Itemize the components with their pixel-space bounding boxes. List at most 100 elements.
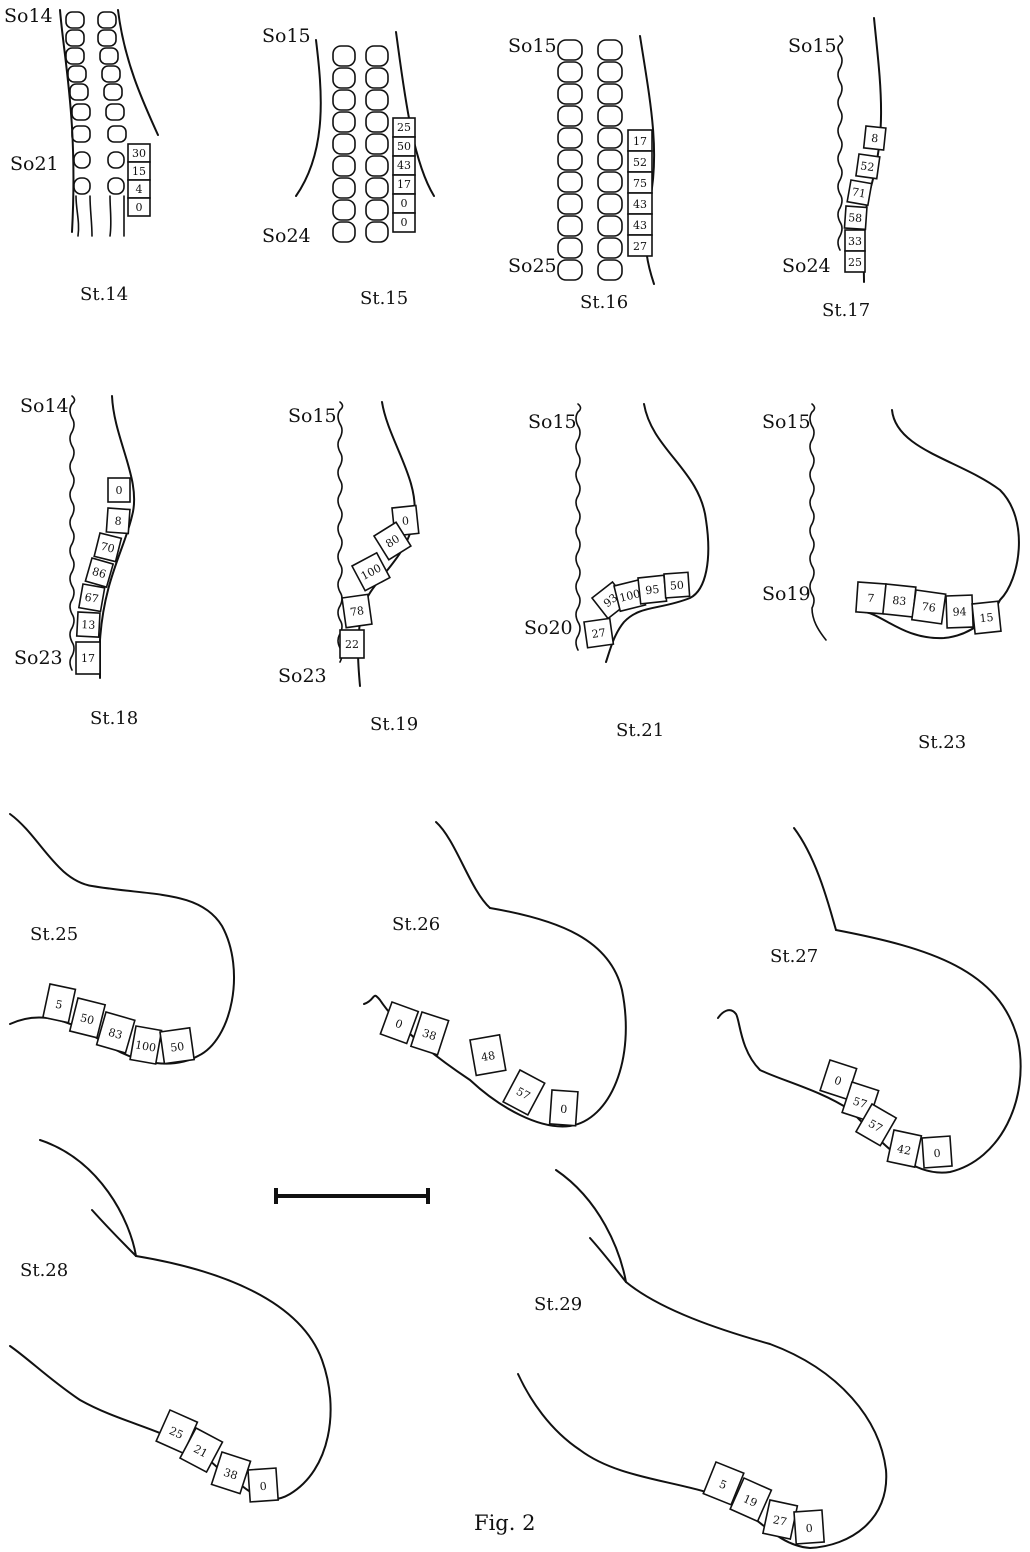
panel-st17: So15 So24 8 52 71 58 33 25 St.17 bbox=[782, 18, 886, 321]
percentage-value: 0 bbox=[116, 484, 123, 497]
percentage-value: 78 bbox=[349, 604, 365, 619]
percentage-value: 17 bbox=[633, 135, 647, 148]
panel-st27: St.27 0 57 57 42 0 bbox=[718, 828, 1021, 1173]
stage-label: St.18 bbox=[90, 708, 138, 729]
percentage-value: 76 bbox=[921, 600, 937, 615]
tissue-outline bbox=[436, 822, 490, 908]
panel-st14: So14 So21 bbox=[4, 5, 158, 305]
percentage-value: 43 bbox=[397, 159, 411, 172]
tissue-outline bbox=[606, 404, 708, 662]
percentage-value: 0 bbox=[401, 216, 408, 229]
percentage-value: 83 bbox=[892, 594, 907, 608]
somite-label-start: So15 bbox=[528, 411, 577, 433]
panel-st29: St.29 5 19 27 0 bbox=[518, 1170, 886, 1548]
panel-st15: So15 So24 25 50 bbox=[262, 25, 434, 309]
percentage-value: 75 bbox=[633, 177, 647, 190]
stage-label: St.15 bbox=[360, 288, 408, 309]
somite-bracket bbox=[810, 404, 826, 640]
somite-label-end: So19 bbox=[762, 583, 811, 605]
stage-label: St.19 bbox=[370, 714, 418, 735]
percentage-value: 50 bbox=[669, 579, 684, 593]
percentage-value: 25 bbox=[397, 121, 411, 134]
percentage-value: 58 bbox=[848, 211, 863, 225]
panel-st18: So14 So23 0 8 70 86 67 13 17 St.18 bbox=[14, 395, 138, 729]
cell-chain-left bbox=[333, 46, 355, 242]
somite-label-start: So15 bbox=[788, 35, 837, 57]
stage-label: St.25 bbox=[30, 924, 78, 945]
figure-caption: Fig. 2 bbox=[474, 1511, 535, 1535]
scale-bar bbox=[276, 1188, 428, 1204]
cell-chain-left bbox=[558, 40, 582, 280]
percentage-value: 67 bbox=[84, 591, 100, 606]
somite-label-start: So15 bbox=[508, 35, 557, 57]
stage-label: St.26 bbox=[392, 914, 440, 935]
percentage-value: 4 bbox=[136, 183, 143, 196]
stage-label: St.14 bbox=[80, 284, 128, 305]
stage-label: St.28 bbox=[20, 1260, 68, 1281]
somite-bracket bbox=[70, 396, 75, 670]
somite-label-start: So14 bbox=[4, 5, 53, 27]
percentage-value: 8 bbox=[871, 132, 879, 146]
panel-st16: So15 So25 bbox=[508, 35, 654, 313]
stage-label: St.29 bbox=[534, 1294, 582, 1315]
percentage-value: 43 bbox=[633, 198, 647, 211]
tissue-outline bbox=[518, 1282, 886, 1548]
percentage-value: 50 bbox=[169, 1040, 185, 1055]
somite-label-start: So15 bbox=[262, 25, 311, 47]
panel-st19: So15 So23 0 80 100 78 22 St.19 bbox=[278, 402, 419, 735]
percentage-value: 33 bbox=[848, 235, 862, 248]
somite-label-end: So20 bbox=[524, 617, 573, 639]
somite-label-end: So21 bbox=[10, 153, 59, 175]
panel-st21: So15 So20 27 93 100 95 50 St.21 bbox=[524, 404, 708, 741]
tissue-outline bbox=[794, 828, 836, 930]
somite-bracket bbox=[338, 402, 343, 662]
percentage-value: 94 bbox=[952, 605, 966, 618]
percentage-value: 43 bbox=[633, 219, 647, 232]
panel-st25: St.25 5 50 83 100 50 bbox=[10, 814, 234, 1064]
percentage-value: 27 bbox=[633, 240, 647, 253]
percentage-value: 52 bbox=[633, 156, 647, 169]
somite-bracket bbox=[576, 404, 581, 650]
percentage-value: 52 bbox=[859, 159, 875, 174]
percentage-value: 15 bbox=[979, 611, 994, 625]
percentage-value: 0 bbox=[259, 1480, 267, 1493]
panel-st23: So15 So19 7 83 76 94 15 St.23 bbox=[762, 404, 1019, 753]
stage-label: St.23 bbox=[918, 732, 966, 753]
cell-chain-right bbox=[366, 46, 388, 242]
somite-label-end: So23 bbox=[14, 647, 63, 669]
somite-label-start: So15 bbox=[288, 405, 337, 427]
percentage-value: 95 bbox=[645, 583, 660, 597]
tissue-outline bbox=[296, 40, 321, 196]
somite-label-start: So14 bbox=[20, 395, 69, 417]
stage-label: St.17 bbox=[822, 300, 870, 321]
stage-label: St.21 bbox=[616, 720, 664, 741]
percentage-value: 27 bbox=[591, 626, 607, 641]
somite-label-end: So25 bbox=[508, 255, 557, 277]
percentage-value: 0 bbox=[805, 1522, 813, 1535]
somite-label-end: So24 bbox=[782, 255, 831, 277]
tissue-outline bbox=[40, 1140, 136, 1256]
percentage-value: 22 bbox=[345, 638, 359, 651]
stage-label: St.16 bbox=[580, 292, 628, 313]
cell-chain-right bbox=[598, 40, 622, 280]
percentage-value: 0 bbox=[560, 1103, 568, 1116]
percentage-value: 8 bbox=[114, 515, 122, 528]
percentage-value: 15 bbox=[132, 165, 146, 178]
percentage-value: 30 bbox=[132, 147, 146, 160]
tissue-outline bbox=[10, 1256, 331, 1499]
cell-chain-left bbox=[66, 12, 92, 236]
percentage-value: 0 bbox=[401, 197, 408, 210]
cell-column: 8 bbox=[864, 126, 886, 150]
somite-label-end: So24 bbox=[262, 225, 311, 247]
percentage-value: 50 bbox=[397, 140, 411, 153]
cell-chain-right bbox=[98, 12, 126, 236]
somite-label-start: So15 bbox=[762, 411, 811, 433]
somite-bracket bbox=[838, 36, 843, 250]
percentage-value: 7 bbox=[867, 592, 875, 605]
percentage-value: 17 bbox=[397, 178, 411, 191]
somite-label-end: So23 bbox=[278, 665, 327, 687]
percentage-value: 13 bbox=[81, 618, 96, 632]
percentage-value: 0 bbox=[401, 514, 409, 528]
percentage-value: 0 bbox=[933, 1147, 941, 1160]
